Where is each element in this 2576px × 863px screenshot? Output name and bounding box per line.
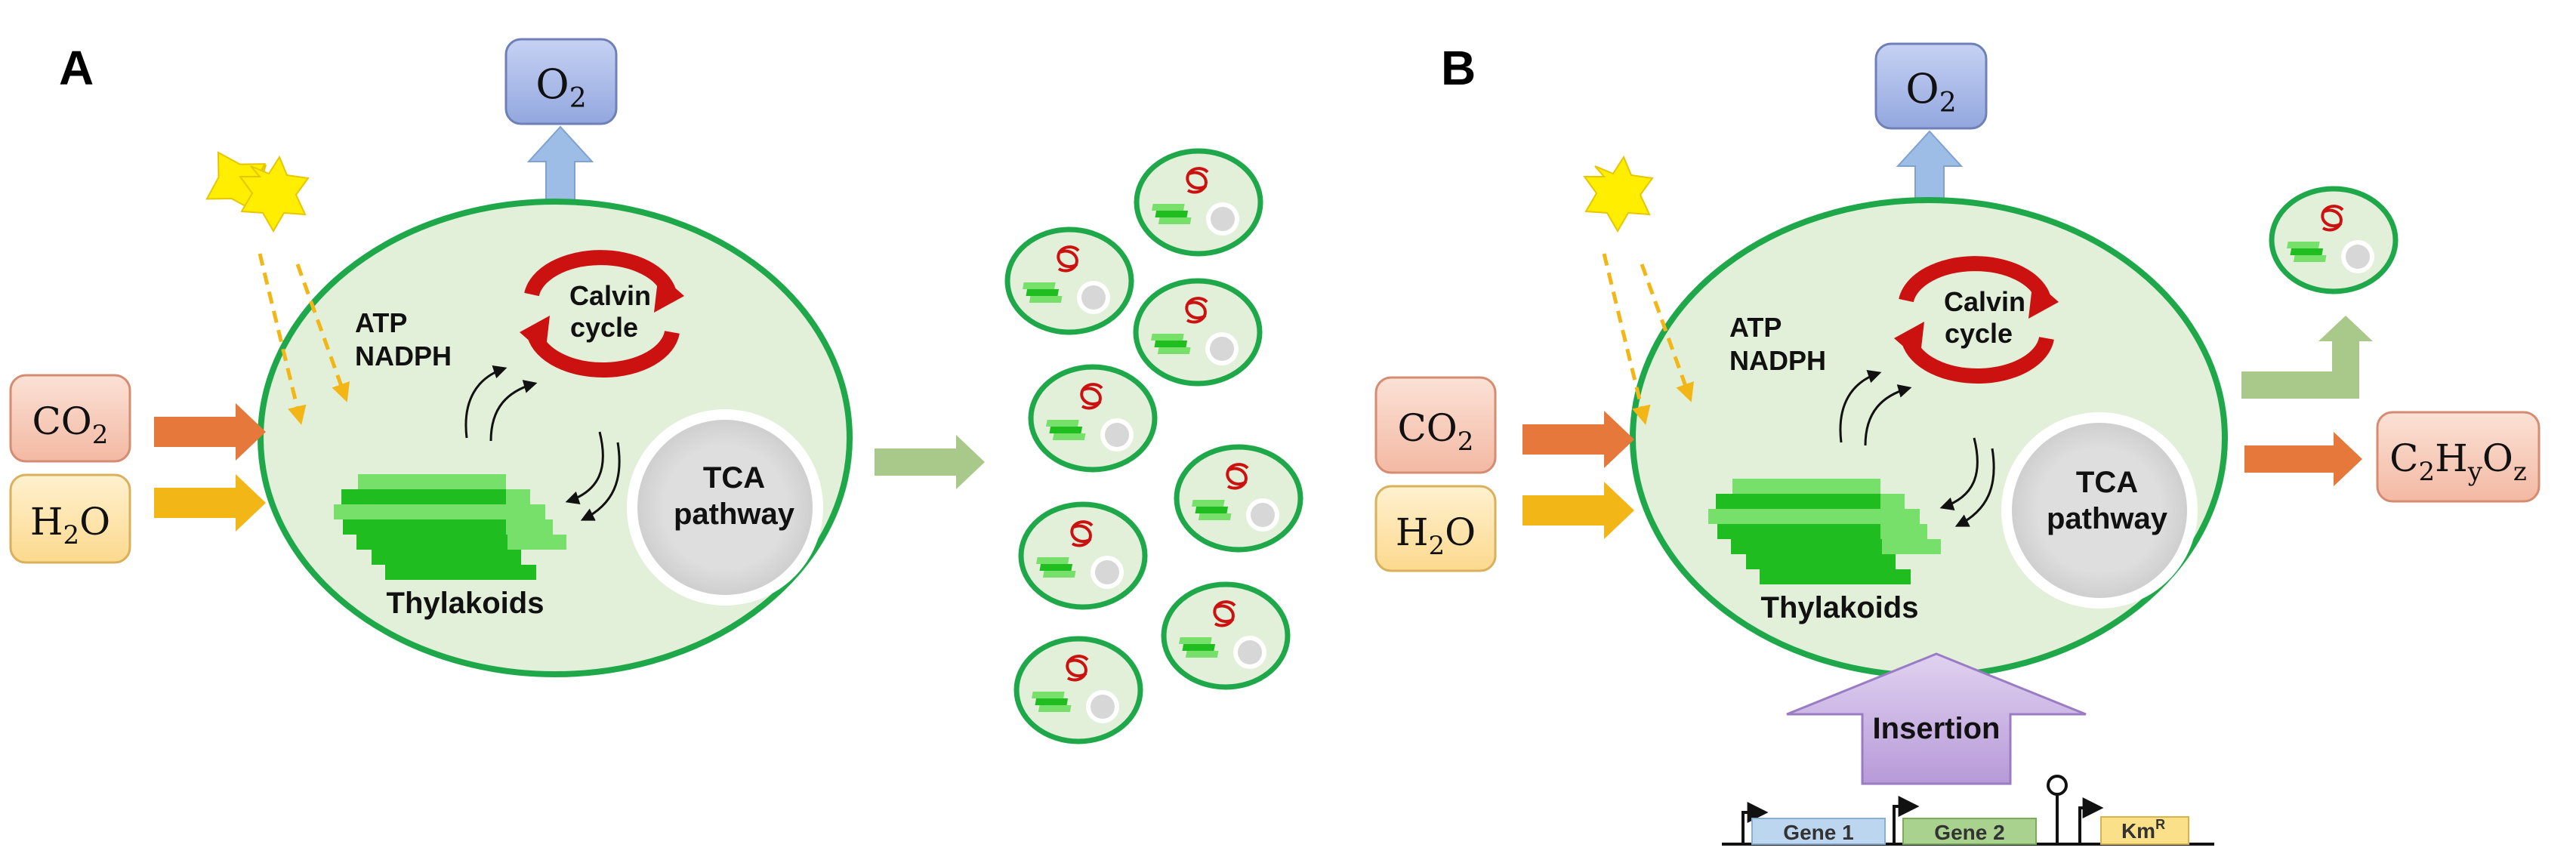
return-arrow-b-1 [1939, 437, 1979, 510]
sun-ray-a-1 [258, 253, 307, 425]
o2-arrow-a [526, 125, 594, 206]
daughter-cell [1137, 151, 1260, 254]
panel-b: B O2 CO2 H2O ATP NADPH [1374, 41, 2541, 846]
sun-ray-b-1 [1602, 253, 1651, 425]
energy-arrow-a-2 [489, 380, 538, 442]
sun-shape-a [239, 155, 310, 233]
atp-label-a: ATP [355, 307, 407, 338]
gene2-label: Gene 2 [1934, 821, 2004, 844]
gene-construct-b: Gene 1 Gene 2 KmR [1722, 775, 2214, 846]
daughter-cell [1031, 367, 1155, 470]
daughter-cell [1164, 584, 1288, 687]
svg-text:H2O: H2O [1396, 510, 1476, 561]
product-output-b: C2HyOz [2376, 411, 2541, 503]
tca-label-b-1: TCA [2076, 466, 2138, 499]
o2-output-a: O2 [504, 38, 618, 125]
svg-text:C2HyOz: C2HyOz [2389, 436, 2527, 487]
calvin-label-b-2: cycle [1945, 318, 2013, 349]
nadph-label-b: NADPH [1729, 345, 1826, 376]
svg-text:O2: O2 [535, 60, 586, 114]
co2-arrow-a [154, 403, 266, 461]
sun-ray-b-2 [1640, 264, 1694, 402]
h2o-arrow-a [154, 474, 266, 532]
gene1-label: Gene 1 [1783, 821, 1853, 844]
calvin-cycle-b: Calvin cycle [1894, 256, 2059, 384]
calvin-label-a-1: Calvin [569, 280, 651, 311]
return-arrow-a-2 [580, 442, 621, 521]
atp-label-b: ATP [1729, 312, 1782, 343]
daughter-cell-b [2272, 189, 2396, 291]
energy-arrow-b-2 [1864, 384, 1912, 446]
sun-ray-a-2 [295, 264, 350, 402]
svg-text:CO2: CO2 [32, 399, 109, 450]
terminator-icon [2047, 775, 2068, 796]
insertion-arrow-b: Insertion [1786, 652, 2087, 785]
nadph-label-a: NADPH [355, 341, 452, 371]
thylakoids-b: Thylakoids [1708, 479, 1941, 624]
thylakoids-label-b: Thylakoids [1761, 591, 1919, 624]
gene1-box [1751, 818, 1886, 845]
daughter-cell [1177, 447, 1300, 550]
kmr-box [2100, 816, 2189, 845]
tca-label-a-1: TCA [703, 461, 765, 495]
insertion-label-b: Insertion [1873, 712, 2001, 745]
panel-a: A O2 CO2 H2O ATP NADPH [9, 38, 1300, 741]
panel-a-letter: A [59, 41, 94, 95]
daughter-cells-a [1007, 151, 1300, 741]
tca-pathway-b: TCA pathway [2001, 412, 2198, 609]
co2-input-b: CO2 [1374, 376, 1497, 474]
tca-label-b-2: pathway [2047, 502, 2168, 535]
sun-icon-b [1583, 155, 1654, 233]
co2-arrow-b [1522, 411, 1634, 468]
return-arrow-b-2 [1954, 448, 1995, 527]
tca-pathway-a: TCA pathway [627, 409, 823, 606]
h2o-input-a: H2O [9, 473, 131, 564]
calvin-label-a-2: cycle [570, 312, 638, 343]
panel-b-letter: B [1441, 41, 1476, 95]
daughter-cell [1007, 230, 1131, 332]
calvin-cycle-a: Calvin cycle [520, 250, 684, 378]
energy-arrow-a-1 [464, 365, 507, 439]
daughter-cell [1021, 504, 1145, 607]
h2o-arrow-b [1522, 482, 1634, 539]
thylakoids-label-a: Thylakoids [387, 587, 545, 620]
svg-text:CO2: CO2 [1398, 406, 1474, 457]
daughter-cell [1136, 281, 1260, 384]
svg-text:O2: O2 [1905, 65, 1956, 119]
calvin-label-b-1: Calvin [1944, 286, 2025, 317]
gene2-box [1902, 818, 2037, 845]
product-arrow-b [2244, 432, 2362, 486]
svg-text:H2O: H2O [30, 500, 110, 550]
thylakoids-a: Thylakoids [334, 474, 566, 620]
daughter-cell [1017, 639, 1140, 741]
division-arrow-a [875, 435, 985, 489]
h2o-input-b: H2O [1374, 485, 1497, 572]
kmr-label: KmR [2121, 817, 2165, 843]
growth-arrow-b [2241, 316, 2373, 399]
tca-label-a-2: pathway [674, 498, 795, 531]
energy-arrow-b-1 [1839, 370, 1882, 443]
o2-output-b: O2 [1874, 42, 1988, 130]
return-arrow-a-1 [565, 431, 604, 504]
co2-input-a: CO2 [9, 374, 131, 463]
